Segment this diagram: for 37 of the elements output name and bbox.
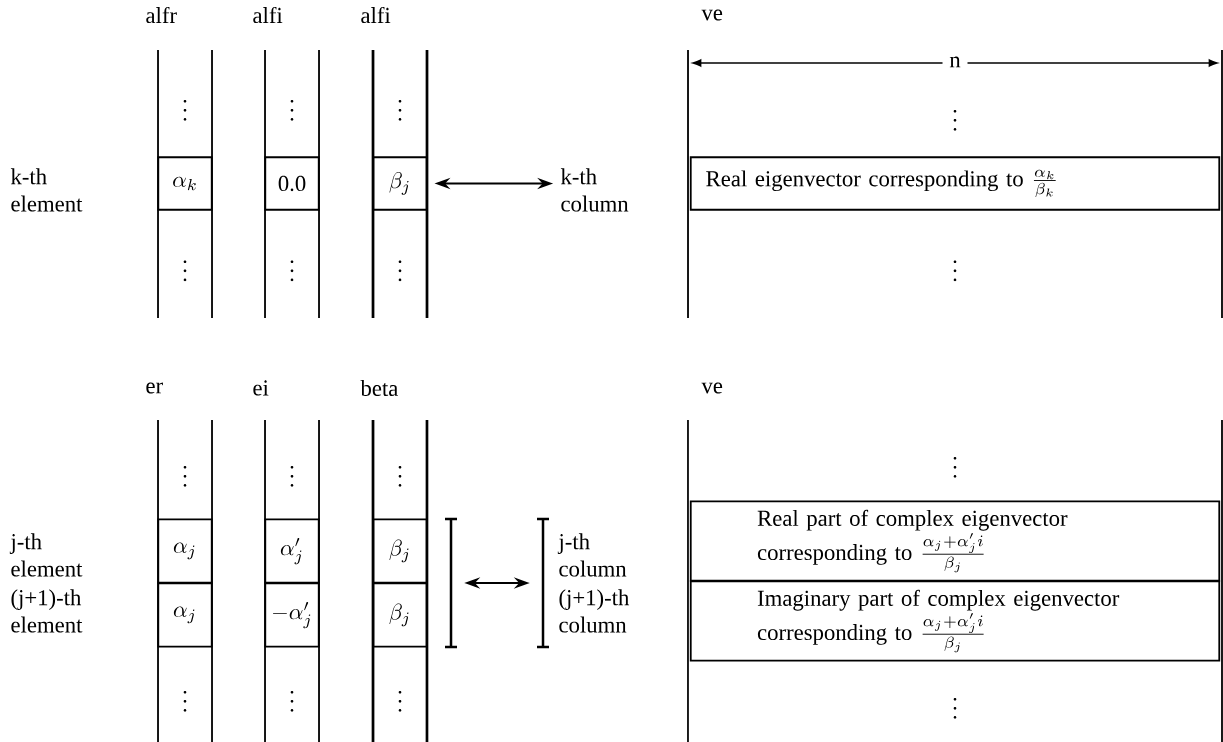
- text-label: k-th element: [10, 168, 83, 212]
- text-label: (j+1)-th element: [11, 589, 83, 633]
- array-cell: $\alpha_j$: [157, 582, 213, 648]
- array-cell: $\vdots$: [183, 260, 187, 282]
- array-cell: $\beta_j$: [372, 582, 428, 648]
- bracket: [535, 517, 551, 649]
- dimension-label: n: [942, 49, 968, 75]
- array-cell: $\beta_j$: [372, 156, 428, 211]
- array-cell: $\vdots$: [290, 260, 294, 282]
- array-cell: $\beta_j$: [372, 518, 428, 584]
- vector-row: Real part of complex eigenvector corresponding to $\frac{\alpha_j+\alpha'_j i}{\beta_j}$: [689, 500, 1221, 582]
- array-cell: $\vdots$: [953, 456, 957, 478]
- array-cell: $\vdots$: [290, 465, 294, 487]
- text-label: j-th element: [9, 533, 83, 577]
- text-label: k-th column: [560, 168, 629, 212]
- array-cell: $\vdots$: [183, 690, 187, 712]
- array-cell: $\vdots$: [398, 260, 402, 282]
- array-cell: $\alpha_j$: [157, 518, 213, 584]
- array-cell: $\vdots$: [290, 690, 294, 712]
- text-label: (j+1)-th column: [559, 589, 630, 633]
- bracket: [443, 517, 459, 649]
- vector-row: Real eigenvector corresponding to $\frac{\alpha_k}{\beta_k}$: [689, 156, 1221, 211]
- array-cell: $\alpha'_j$: [264, 518, 320, 584]
- array-cell: 0.0: [264, 156, 320, 211]
- text-label: j-th column: [557, 533, 627, 577]
- array-cell: $\alpha_k$: [157, 156, 213, 211]
- array-cell: $\vdots$: [953, 260, 957, 282]
- array-cell: $\vdots$: [290, 99, 294, 121]
- vector-row: Imaginary part of complex eigenvector corresponding to $\frac{\alpha_j+\alpha'_j i}{\beta_j}$: [689, 580, 1221, 662]
- array-cell: $-\alpha'_j$: [264, 582, 320, 648]
- array-cell: $\vdots$: [398, 465, 402, 487]
- array-cell: $\vdots$: [953, 109, 957, 131]
- array-cell: $\vdots$: [398, 99, 402, 121]
- array-cell: $\vdots$: [398, 690, 402, 712]
- array-cell: $\vdots$: [183, 465, 187, 487]
- array-cell: $\vdots$: [953, 697, 957, 719]
- array-cell: $\vdots$: [183, 99, 187, 121]
